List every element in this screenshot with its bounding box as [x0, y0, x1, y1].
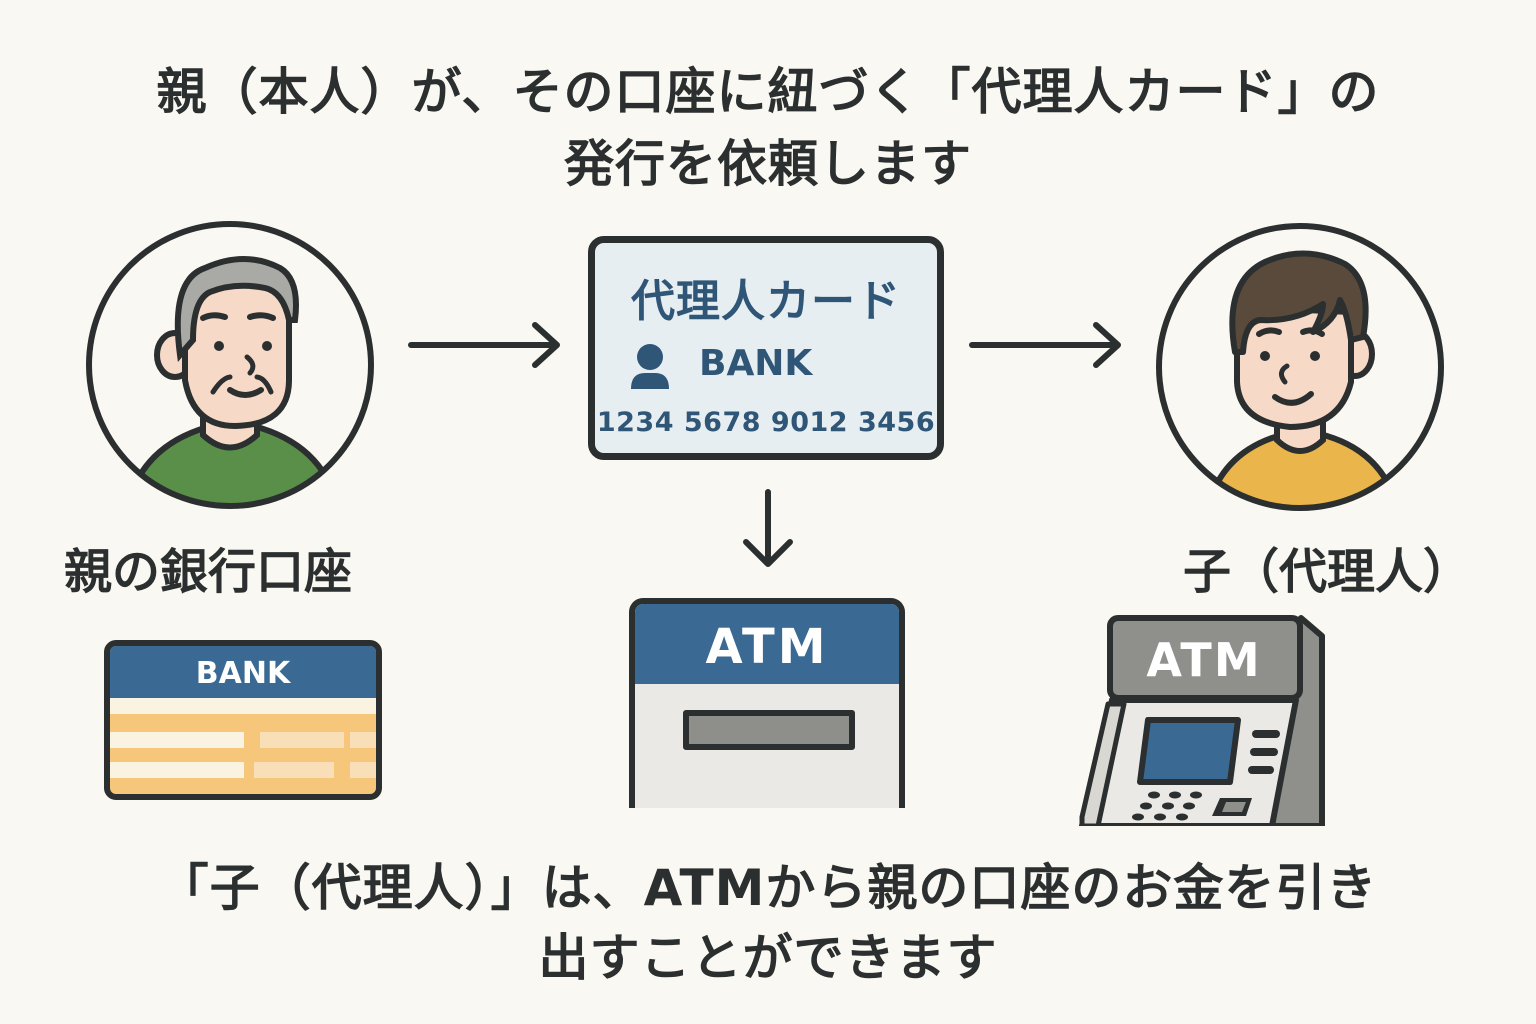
proxy-card-number: 1234 5678 9012 3456: [596, 407, 936, 438]
parent-label: 親の銀行口座: [64, 544, 353, 600]
card-slot: [683, 710, 855, 750]
parent-smile: [227, 387, 264, 398]
parent-eye-left: [214, 341, 224, 351]
child-face: [1234, 303, 1354, 431]
atm-machine-front: ATM: [629, 598, 905, 808]
proxy-card-bank: BANK: [699, 343, 813, 384]
header-line-2: 発行を依頼します: [564, 135, 972, 193]
child-smile: [1272, 391, 1314, 406]
arrow-down-icon: [743, 489, 793, 567]
person-icon: [631, 344, 669, 389]
bank-card-icon: BANK: [104, 640, 382, 800]
footer-line-2: 出すことができます: [538, 929, 998, 987]
child-figure: [1201, 250, 1404, 508]
child-avatar: [1156, 223, 1444, 511]
atm-side-label: ATM: [1146, 633, 1261, 687]
arrow-right-icon: [969, 322, 1121, 368]
arrow-right-icon: [408, 322, 560, 368]
parent-avatar: [86, 221, 374, 509]
child-label: 子（代理人）: [1183, 544, 1472, 600]
header-line-1: 親（本人）が、その口座に紐づく「代理人カード」の: [156, 63, 1380, 121]
parent-figure: [121, 256, 344, 506]
parent-eye-right: [262, 341, 272, 351]
parent-hair: [174, 256, 299, 362]
bank-card-label: BANK: [110, 646, 376, 698]
atm-keypad: [1132, 791, 1202, 821]
atm-main-label: ATM: [635, 604, 899, 684]
atm-machine-side: ATM: [1079, 615, 1325, 826]
footer-line-1: 「子（代理人）」は、ATMから親の口座のお金を引き: [158, 859, 1378, 917]
child-eye-right: [1310, 351, 1320, 361]
atm-screen: [1137, 717, 1241, 785]
child-eye-left: [1260, 351, 1270, 361]
proxy-card: 代理人カード BANK 1234 5678 9012 3456: [588, 236, 944, 460]
proxy-card-title: 代理人カード: [631, 276, 901, 327]
child-hair: [1229, 250, 1369, 355]
